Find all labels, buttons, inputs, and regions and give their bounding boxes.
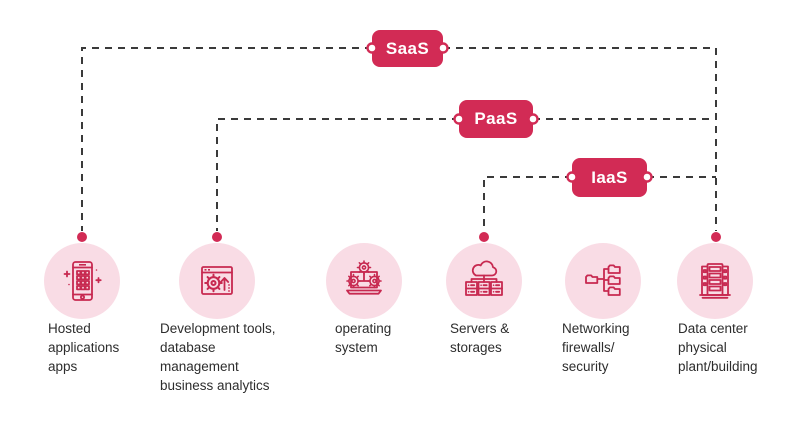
servers-endpoint-dot bbox=[479, 232, 489, 242]
networking-security-label: Networking firewalls/ security bbox=[562, 321, 630, 374]
saas-right-rail-wire bbox=[443, 47, 717, 231]
data-center-label: Data center physical plant/building bbox=[678, 321, 758, 374]
iaas-badge: IaaS bbox=[572, 158, 647, 197]
node-data-center bbox=[677, 243, 753, 319]
dev-tools-endpoint-dot bbox=[212, 232, 222, 242]
node-operating-system bbox=[326, 243, 402, 319]
node-networking-security bbox=[565, 243, 641, 319]
node-hosted-apps bbox=[44, 243, 120, 319]
data-center-endpoint-dot bbox=[711, 232, 721, 242]
server-rack-icon bbox=[699, 263, 731, 299]
operating-system-label: operating system bbox=[335, 321, 392, 355]
cloud-servers-icon bbox=[465, 260, 503, 296]
folder-network-icon bbox=[585, 264, 621, 296]
browser-dev-tools-icon bbox=[201, 266, 233, 295]
paas-badge: PaaS bbox=[459, 100, 533, 138]
laptop-gears-icon bbox=[346, 260, 382, 295]
paas-left-wire bbox=[216, 118, 459, 231]
servers-storages-label: Servers & storages bbox=[450, 321, 510, 355]
node-servers-storages bbox=[446, 243, 522, 319]
saas-badge: SaaS bbox=[372, 30, 443, 67]
dev-tools-label: Development tools, database management b… bbox=[160, 321, 276, 393]
hosted-apps-label: Hosted applications apps bbox=[48, 321, 120, 374]
saas-left-wire bbox=[81, 47, 372, 231]
node-dev-tools bbox=[179, 243, 255, 319]
iaas-left-wire bbox=[483, 176, 572, 231]
hosted-apps-endpoint-dot bbox=[77, 232, 87, 242]
smartphone-apps-icon bbox=[63, 261, 102, 301]
